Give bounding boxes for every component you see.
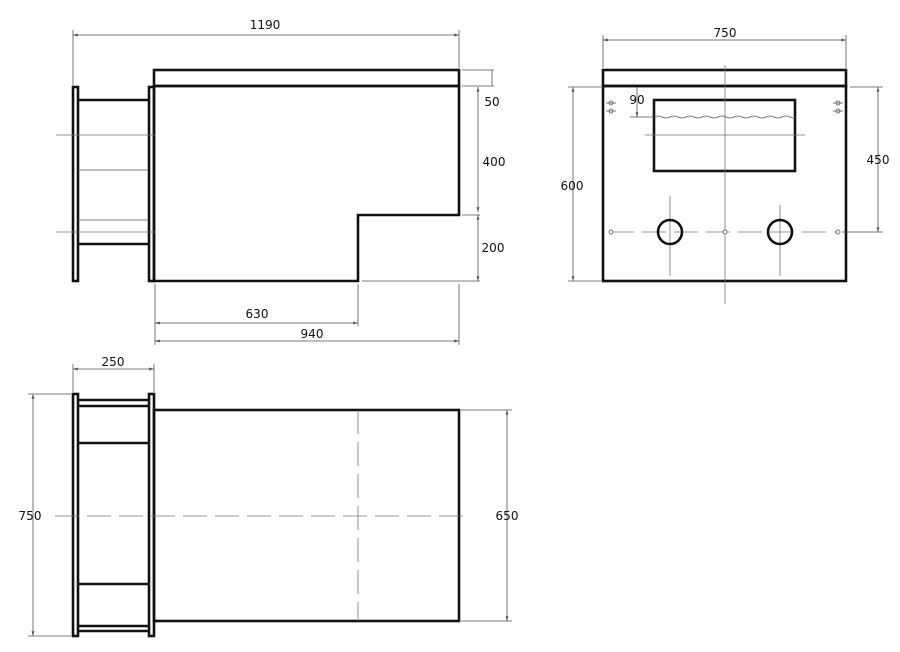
dim-200: 200 (482, 241, 505, 255)
top-outer-flange (71, 392, 80, 638)
water-level-line (653, 115, 796, 119)
front-body (601, 84, 848, 283)
top-view: 250 750 650 (19, 355, 519, 638)
pipe-hole-left (656, 218, 684, 246)
dim-940: 940 (301, 327, 324, 341)
dim-50: 50 (484, 95, 499, 109)
dim-650: 650 (496, 509, 519, 523)
side-inner-flange (147, 85, 156, 283)
dim-750-front: 750 (714, 26, 737, 40)
dim-400: 400 (483, 155, 506, 169)
dim-250: 250 (102, 355, 125, 369)
side-body (152, 84, 461, 283)
side-top-slab (152, 68, 461, 88)
dim-1190: 1190 (250, 18, 281, 32)
front-view: 750 600 450 90 (561, 26, 890, 304)
dim-630: 630 (246, 307, 269, 321)
dim-600: 600 (561, 179, 584, 193)
mounting-points (606, 100, 843, 235)
front-top-slab (601, 68, 848, 88)
front-window (652, 98, 797, 173)
dim-450: 450 (867, 153, 890, 167)
top-body (152, 408, 461, 623)
pipe-hole-right (766, 218, 794, 246)
side-outer-flange (71, 85, 80, 283)
dim-750-top: 750 (19, 509, 42, 523)
side-view: 1190 50 400 200 630 940 (56, 18, 505, 345)
dim-90: 90 (629, 93, 644, 107)
